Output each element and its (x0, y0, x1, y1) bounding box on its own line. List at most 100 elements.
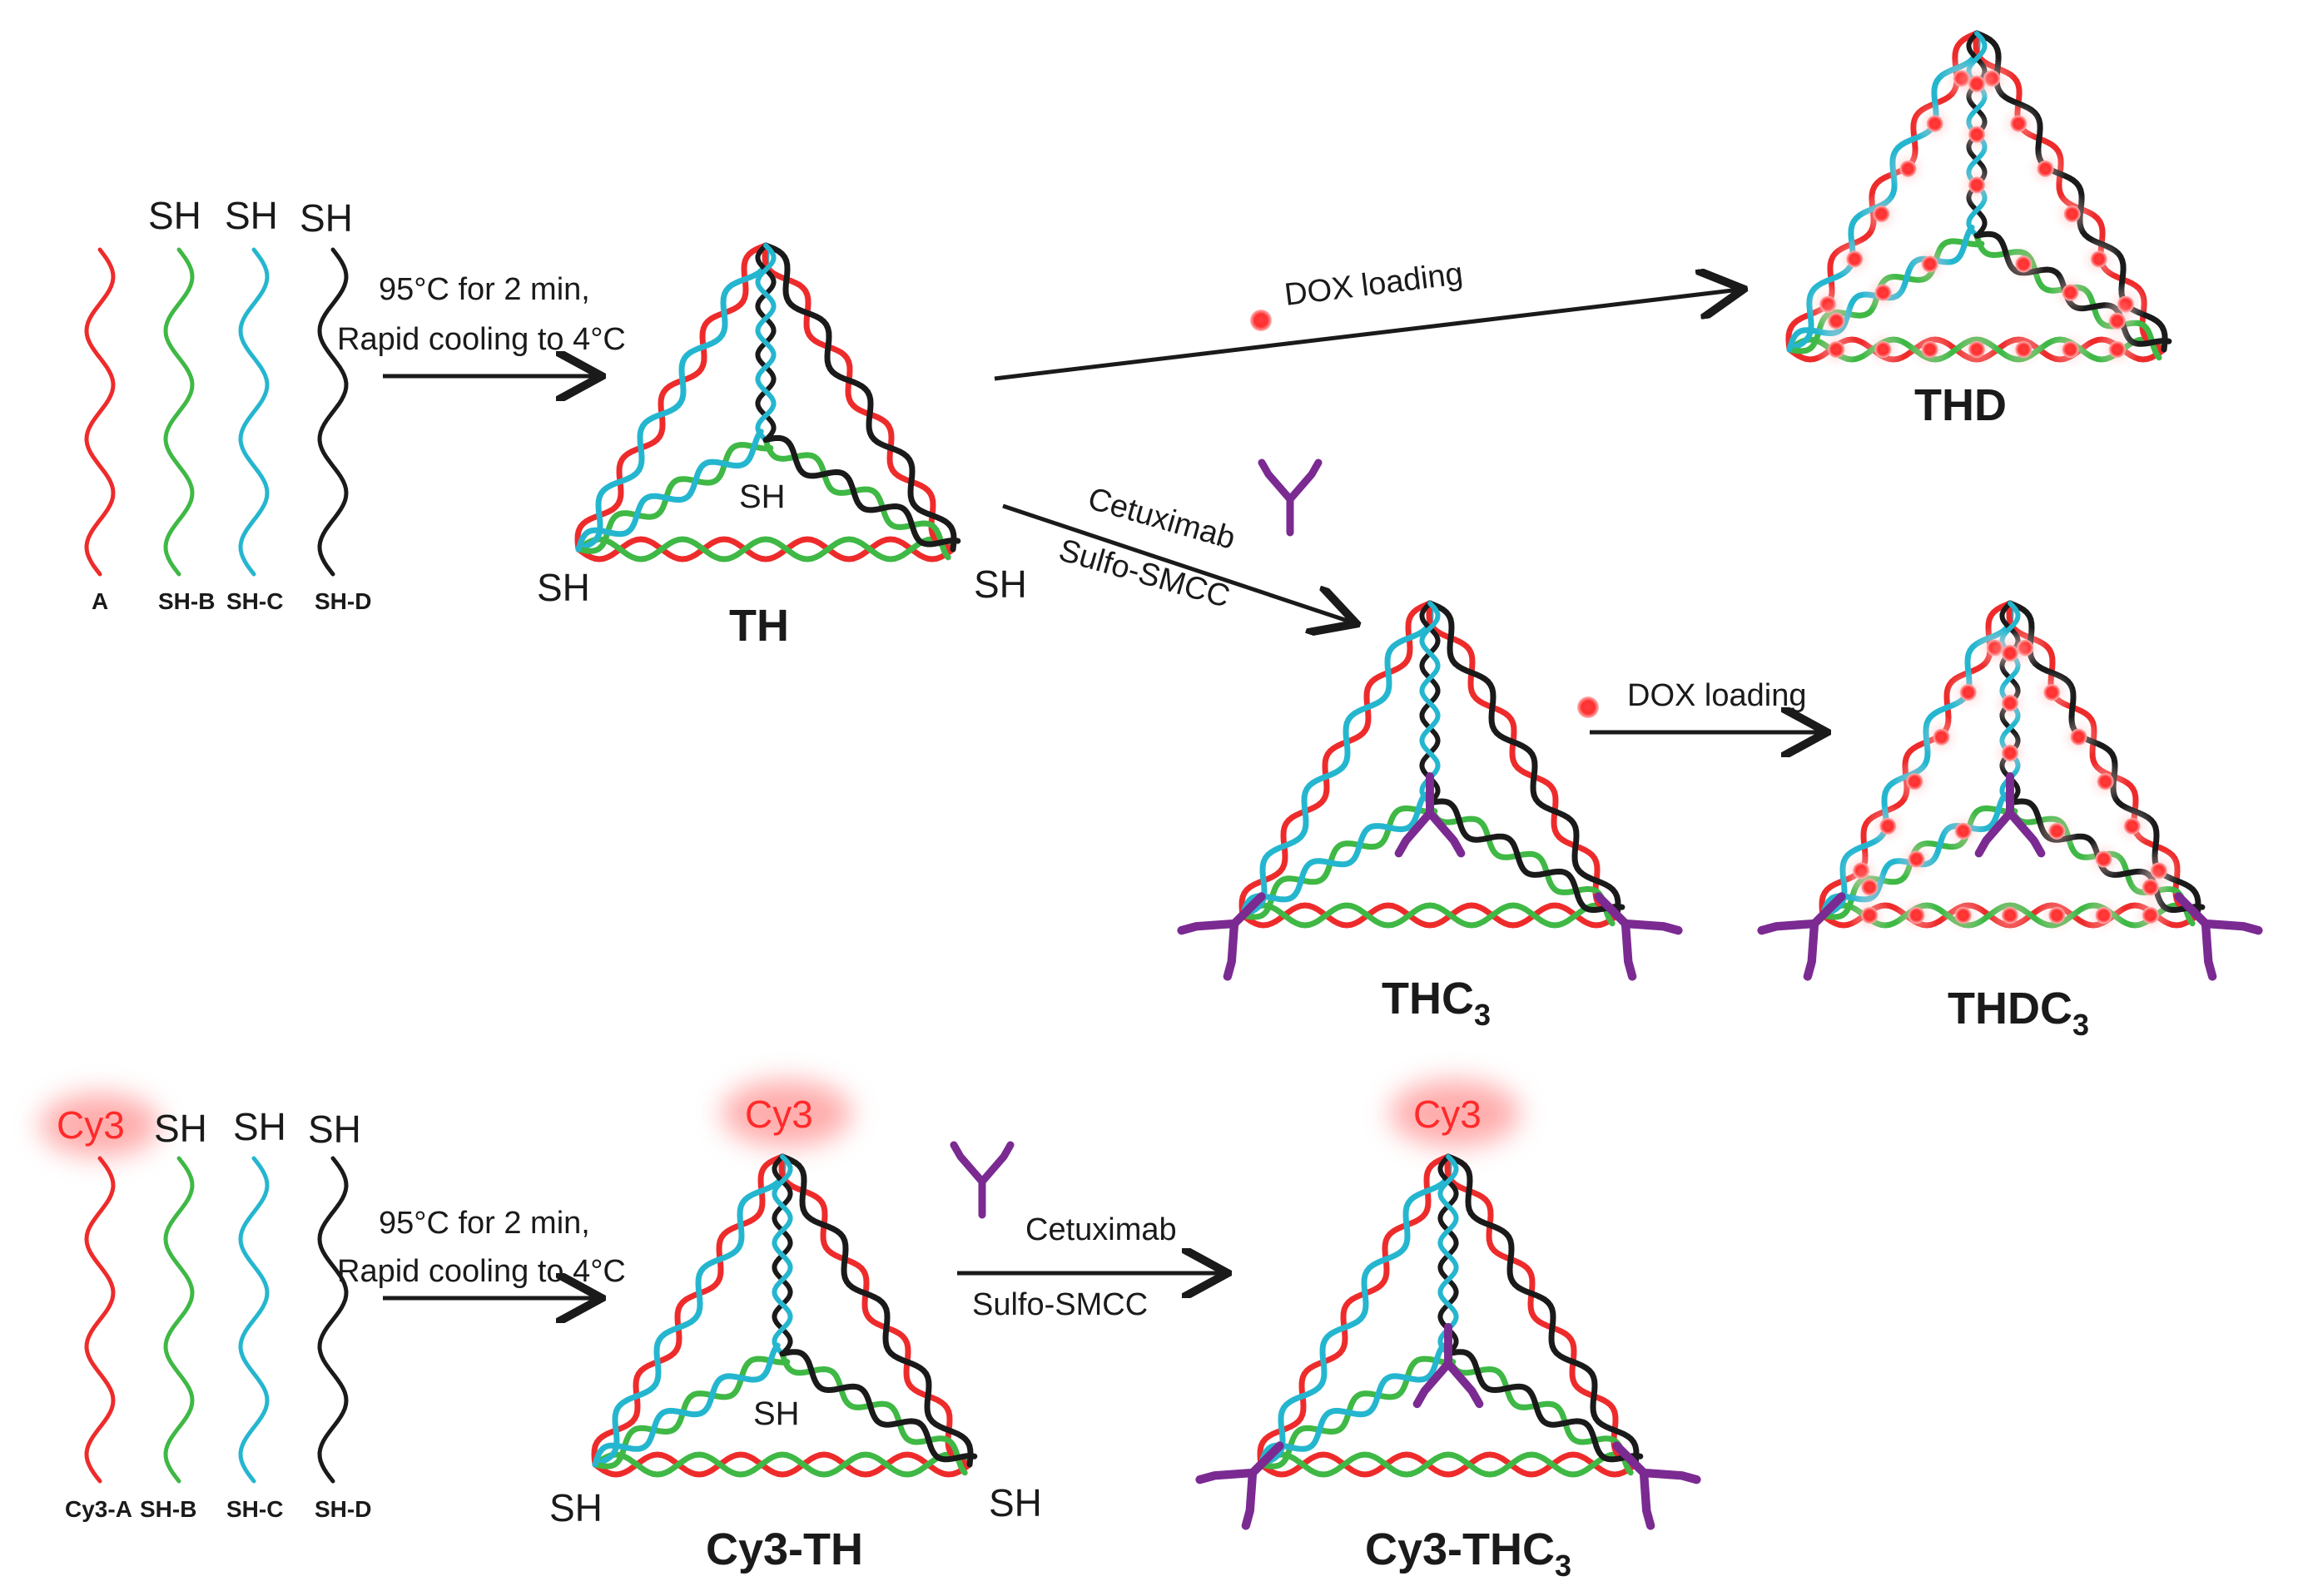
dox-molecule-icon (1250, 310, 1272, 331)
dna-helix-strand (1445, 1153, 1640, 1468)
antibody-icon (1394, 772, 1466, 858)
dna-helix-strand (1427, 600, 1621, 919)
product-label-cy3-thc3-base: Cy3-THC (1365, 1524, 1555, 1574)
dox-molecule-icon (1861, 879, 1879, 896)
dox-molecule-icon (2010, 115, 2028, 132)
dox-molecule-icon (1933, 728, 1950, 746)
dox-molecule-icon (1968, 176, 1985, 194)
dox-molecule-icon (2142, 907, 2159, 924)
dna-helix-strand (1444, 1153, 1639, 1468)
dox-molecule-icon (2108, 341, 2126, 358)
annealing-step-top: 95°C for 2 min, Rapid cooling to 4°C (337, 272, 626, 376)
strand-label-sh-b-bottom: SH-B (140, 1496, 196, 1522)
product-label-cy3-thc3: Cy3-THC3 (1365, 1524, 1571, 1583)
dox-molecule-icon (2062, 341, 2079, 358)
dox-molecule-icon (2048, 907, 2066, 924)
dox-molecule-icon (2002, 745, 2018, 761)
antibody-icon (1612, 1441, 1701, 1530)
strand-label-cy3-a: Cy3-A (65, 1496, 132, 1522)
dna-helix-strand (779, 1153, 974, 1468)
dox-loading-step-2: DOX loading (1577, 678, 1823, 732)
antibody-icon (1412, 1322, 1484, 1409)
strand-label-sh-b: SH-B (158, 588, 215, 614)
dna-helix-strand (575, 242, 770, 553)
dna-helix-strand (575, 536, 956, 563)
dox-molecule-icon (1577, 696, 1599, 718)
dox-molecule-icon (1968, 126, 1985, 143)
antibody-icon (1195, 1441, 1284, 1530)
dox-molecule-icon (1828, 312, 1845, 330)
tetrahedron-thc3 (1177, 600, 1683, 981)
dox-molecule-icon (1926, 115, 1943, 132)
dna-helix-strand (762, 434, 961, 548)
dox-molecule-icon (1861, 907, 1879, 924)
condition-line-2-bottom: Rapid cooling to 4°C (337, 1254, 626, 1289)
dna-helix-strand (1238, 600, 1433, 919)
strand-sh-d (317, 247, 349, 577)
dox-molecule-icon (1921, 341, 1938, 358)
antibody-icon (950, 1141, 1015, 1219)
dna-helix-strand (772, 1154, 793, 1356)
sh-tag-cy3-th-left: SH (549, 1486, 603, 1529)
dna-helix-strand (575, 536, 956, 563)
dox-molecule-icon (1968, 341, 1985, 358)
dna-helix-strand (1258, 1342, 1447, 1468)
cy3-glow (722, 1080, 851, 1147)
tetrahedron-thd (1785, 30, 2172, 371)
dox-molecule-icon (1846, 250, 1864, 268)
reaction-arrow-icon (994, 290, 1740, 381)
dox-molecule-icon (2043, 684, 2061, 701)
dox-molecule-icon (2063, 206, 2081, 223)
strand-sh-c (238, 247, 270, 577)
reaction-arrow-icon (1002, 503, 1353, 622)
dox-molecule-icon (1906, 773, 1923, 791)
antibody-icon (2174, 892, 2263, 981)
antibody-icon (1594, 892, 1683, 981)
tetrahedron-cy3-th (591, 1153, 978, 1478)
dna-helix-strand (591, 1153, 786, 1468)
dox-molecule-icon (1908, 850, 1925, 868)
strand-label-sh-d: SH-D (315, 588, 371, 614)
dox-molecule-icon (2095, 907, 2112, 924)
dna-helix-strand (1426, 600, 1621, 919)
cetuximab-label-bottom: Cetuximab (1025, 1212, 1177, 1247)
antibody-icon (1258, 458, 1323, 537)
product-label-cy3-thc3-subscript: 3 (1555, 1549, 1571, 1583)
sh-tag-cy3-th-center: SH (753, 1395, 800, 1432)
sh-tag-th-center: SH (739, 478, 786, 515)
dox-molecule-icon (2002, 695, 2018, 711)
strand-label-sh-d-bottom: SH-D (315, 1496, 371, 1522)
dna-helix-strand (1258, 1451, 1639, 1478)
tetrahedron-cy3-thc3 (1195, 1153, 1701, 1530)
strands-bottom: Cy3 SH SH SH Cy3-A SH-B SH-C SH-D (40, 1093, 371, 1522)
dox-molecule-icon (1873, 206, 1890, 223)
dna-helix-strand (1239, 791, 1428, 919)
dna-helix-strand (1437, 1154, 1459, 1356)
sulfo-smcc-label-bottom: Sulfo-SMCC (972, 1287, 1148, 1322)
dox-molecule-icon (2095, 850, 2112, 868)
strands-top: SH SH SH A SH-B SH-C SH-D (84, 194, 371, 614)
conjugation-step-top: Cetuximab Sulfo-SMCC (1002, 458, 1353, 622)
sh-tag-d: SH (300, 196, 353, 240)
cy3-glow (1390, 1080, 1520, 1147)
strand-a (84, 247, 116, 577)
dna-helix-strand (592, 1356, 791, 1470)
dox-molecule-icon (1908, 907, 1925, 924)
sh-tag-b-bottom: SH (154, 1107, 207, 1150)
dox-molecule-icon (2037, 160, 2054, 177)
strand-cy3-a (84, 1156, 116, 1484)
product-label-thd: THD (1914, 380, 2007, 430)
strand-sh-d-bottom (317, 1156, 349, 1484)
strand-label-a: A (92, 588, 108, 614)
antibody-icon (1757, 892, 1846, 981)
dox-molecule-icon (2070, 728, 2087, 746)
dna-helix-strand (592, 1153, 787, 1468)
dox-molecule-icon (2015, 341, 2032, 358)
dox-loading-step-1: DOX loading (994, 256, 1740, 381)
dox-molecule-icon (1874, 284, 1892, 301)
sh-tag-b: SH (148, 194, 201, 237)
condition-line-1-bottom: 95°C for 2 min, (379, 1206, 590, 1241)
dna-helix-strand (762, 242, 956, 553)
dox-molecule-icon (2108, 312, 2126, 330)
